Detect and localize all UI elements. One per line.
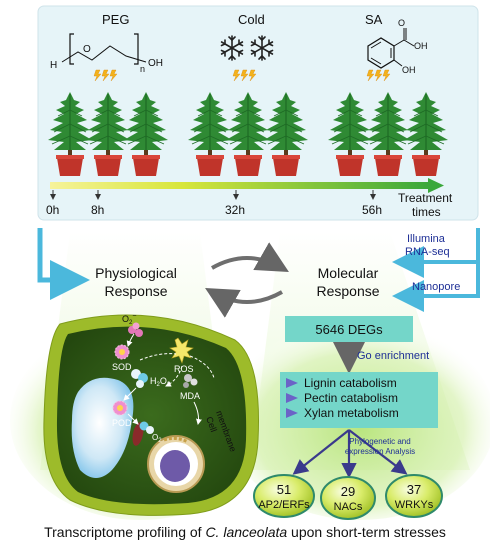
sod-enzyme-icon [114,344,130,360]
sa-label: SA [365,12,383,27]
wrky-name: WRKYs [395,499,434,511]
peg-n: n [140,64,145,74]
illumina-label-1: Illumina [407,233,446,245]
illumina-label-2: RNA-seq [405,246,450,258]
peg-h: H [50,60,57,71]
tf-family-wrky: 37 WRKYs [385,474,443,518]
tick-56h: 56h [362,203,382,217]
molecular-label-1: Molecular [318,265,379,281]
wrky-count: 37 [407,482,421,497]
ap2erf-count: 51 [277,482,291,497]
caption-prefix: Transcriptome profiling of [44,524,206,540]
h2o2-molecule-icon [131,369,148,388]
molecular-label-2: Response [316,283,379,299]
ros-burst-icon [169,337,194,364]
plant-group-cold [187,91,309,177]
timeline-end-label-1: Treatment [398,191,453,205]
timeline-bar [50,182,428,189]
caption-suffix: upon short-term stresses [287,524,446,540]
physiological-label-1: Physiological [95,265,177,281]
sod-label: SOD [112,362,132,372]
cold-label: Cold [238,12,265,27]
peg-oh: OH [148,58,163,69]
pathway-bullet-icon [286,408,298,418]
cycle-arrow-top [211,242,289,272]
mda-molecule-icon [183,374,198,388]
peg-o: O [83,44,91,55]
pathway-pectin: Pectin catabolism [304,391,398,405]
timeline-arrowhead [428,178,444,193]
pathway-bullet-icon [286,378,298,388]
superoxide-balls [128,322,143,337]
degs-label: 5646 DEGs [315,322,383,337]
timeline-end-label-2: times [412,205,441,219]
arrow-to-physiological [37,228,90,300]
pathway-lignin: Lignin catabolism [304,376,397,390]
sa-o: O [398,18,405,28]
cycle-arrow-bottom [205,288,283,318]
sa-oh-top: OH [414,41,428,51]
h2o2-label: H2O2 [150,376,171,388]
ros-label: ROS [174,364,194,374]
analysis-label-2: expression Analysis [345,447,415,456]
plant-group-peg [47,91,169,177]
tick-8h: 8h [91,203,104,217]
figure-caption: Transcriptome profiling of C. lanceolata… [0,524,490,540]
pod-label: POD [112,418,132,428]
tf-family-ap2erf: 51 AP2/ERFs [253,474,315,518]
tick-0h: 0h [46,203,59,217]
tick-32h: 32h [225,203,245,217]
peg-label: PEG [102,12,129,27]
sa-oh-bottom: OH [402,65,416,75]
nucleolus [160,450,190,482]
go-label: Go enrichment [357,350,429,362]
membrane-label-1: Cell [204,415,219,433]
pathway-xylan: Xylan metabolism [304,406,399,420]
arrow-nanopore [392,228,480,312]
pod-enzyme-icon [112,400,128,416]
ap2erf-name: AP2/ERFs [258,499,310,511]
analysis-label-1: Phylogenetic and [349,437,410,446]
physiological-label-2: Response [104,283,167,299]
timeline-ticks [50,190,376,200]
plant-group-sa [327,91,449,177]
nanopore-label: Nanopore [412,281,460,293]
superoxide-label: O2− [122,313,136,326]
o2-label: O2 [152,433,162,444]
pathway-bullet-icon [286,393,298,403]
tf-family-nac: 29 NACs [320,476,376,520]
pathways-box [280,372,438,428]
o2-molecule-icon [139,421,154,434]
peg-structure: H O n OH [50,33,163,74]
diagram-canvas: PEG H O n OH Cold SA O OH OH [10,5,490,520]
nac-count: 29 [341,484,355,499]
degs-box [285,316,413,342]
sa-structure: O OH OH [367,18,428,75]
caption-species: C. lanceolata [205,524,288,540]
branch-arrows [292,429,408,479]
nac-name: NACs [334,501,363,513]
mda-label: MDA [180,391,200,401]
